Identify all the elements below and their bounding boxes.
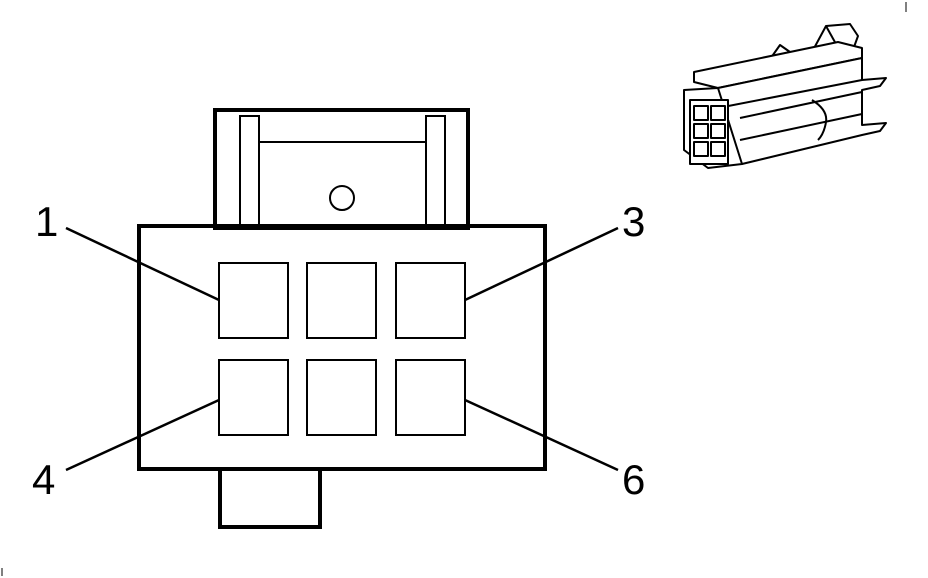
lock-tab-rail-left [239,115,260,229]
pin-label-3: 3 [622,198,645,245]
connector-key [218,469,322,529]
leader-line-3 [464,226,619,302]
leader-line-4 [65,398,220,472]
connector-isometric-view [683,23,887,169]
pin-label-4: 4 [32,456,55,503]
leader-line-1 [65,226,220,302]
cavity-5 [306,359,377,436]
lock-tab-hole [329,185,355,211]
lock-tab-rail-right [425,115,446,229]
cavity-4 [218,359,289,436]
leader-line-6 [464,398,619,472]
cavity-1 [218,262,289,339]
connector-face-view: 1 3 4 6 [32,108,645,529]
cavity-2 [306,262,377,339]
pin-label-6: 6 [622,456,645,503]
connector-body [137,224,547,471]
pin-label-1: 1 [35,198,58,245]
cavity-3 [395,262,466,339]
cavity-6 [395,359,466,436]
